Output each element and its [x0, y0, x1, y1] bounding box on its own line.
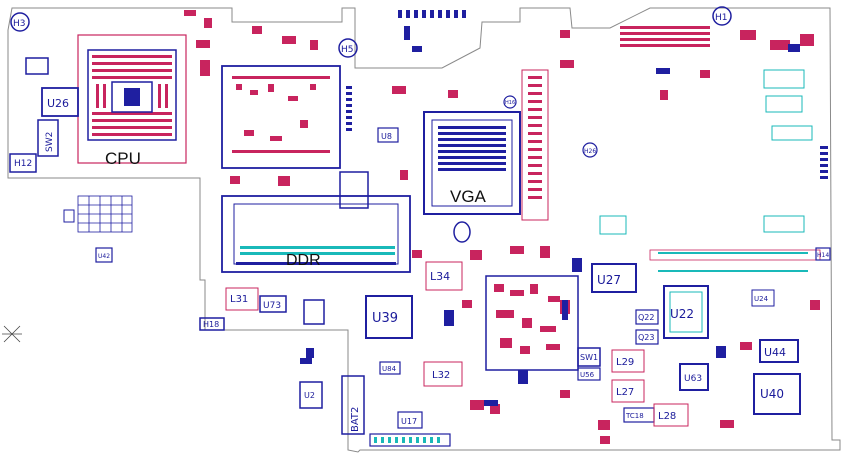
u26-chip	[41, 87, 79, 117]
u84-label: U84	[382, 365, 397, 373]
ddr-slot	[221, 195, 411, 273]
u39-label: U39	[372, 311, 398, 326]
u42-label: U42	[98, 253, 110, 260]
u73-chip	[259, 295, 287, 313]
u44-chip	[759, 339, 799, 363]
mounting-hole-h16: H16	[503, 95, 517, 109]
u40-chip	[753, 373, 801, 415]
u2-chip	[299, 381, 323, 409]
u22-label: U22	[670, 307, 694, 321]
svg-text:H1: H1	[715, 13, 728, 23]
chipset-northbridge	[221, 65, 341, 169]
u24-chip	[751, 289, 775, 307]
svg-text:H26: H26	[584, 148, 596, 155]
u2-label: U2	[304, 391, 315, 400]
q22-label: Q22	[638, 313, 654, 322]
mounting-hole-h26: H26	[582, 142, 598, 158]
top-connector-pins	[398, 10, 466, 18]
u84-chip	[379, 361, 401, 375]
right-edge-connector	[820, 146, 828, 179]
svg-text:H14: H14	[817, 252, 829, 259]
sw1-switch	[577, 347, 601, 367]
mounting-hole-h3: H3	[10, 12, 30, 32]
l29-label: L29	[616, 357, 634, 368]
top-right-pad-array	[620, 26, 814, 50]
sw2-switch	[37, 119, 59, 157]
u39-chip	[365, 295, 413, 339]
q23-transistor	[635, 329, 659, 345]
right-connector-rail	[649, 249, 821, 272]
l32-inductor	[423, 361, 463, 387]
mounting-hole-h1: H1	[712, 6, 732, 26]
u56-label: U56	[580, 371, 595, 379]
connector-strip	[346, 86, 352, 131]
u63-chip	[679, 363, 709, 391]
x1-crystal	[339, 171, 369, 209]
sw2-label: SW2	[45, 132, 55, 152]
l27-inductor	[611, 379, 645, 403]
l34-inductor	[425, 261, 463, 291]
ddr-label: DDR	[286, 252, 321, 269]
l32-label: L32	[432, 370, 450, 381]
q23-label: Q23	[638, 333, 654, 342]
h12-label: H12	[14, 159, 32, 169]
u27-label: U27	[597, 273, 621, 287]
bat2-label: BAT2	[350, 407, 361, 432]
board-connector-vertical	[521, 69, 549, 221]
small-chip-center	[303, 299, 325, 325]
u26-label: U26	[47, 97, 69, 110]
svg-text:H16: H16	[505, 100, 515, 106]
h18-label: H18	[203, 320, 219, 329]
left-small-chip	[25, 57, 49, 75]
u22-chip	[663, 285, 709, 339]
cpu-socket	[77, 34, 187, 164]
l28-label: L28	[658, 411, 676, 422]
l28-inductor	[653, 403, 689, 427]
bat2-battery	[341, 375, 365, 435]
svg-text:H3: H3	[13, 19, 26, 29]
cpu-label: CPU	[105, 149, 141, 168]
teal-hole	[453, 221, 471, 243]
l31-label: L31	[230, 294, 248, 305]
q22-transistor	[635, 309, 659, 325]
scattered-blue-parts	[300, 26, 800, 406]
u44-label: U44	[764, 346, 786, 359]
tc18-label: TC18	[625, 412, 644, 420]
svg-text:H5: H5	[341, 45, 354, 55]
u17-chip	[397, 411, 423, 429]
vga-label: VGA	[450, 187, 487, 206]
l31-inductor	[225, 287, 259, 311]
sw1-label: SW1	[580, 353, 598, 362]
board-outline	[7, 7, 841, 453]
scattered-pads	[184, 10, 820, 444]
u42-chip	[95, 247, 113, 263]
l34-label: L34	[430, 270, 450, 283]
teal-component-outlines	[599, 69, 813, 235]
mounting-hole-h5: H5	[338, 38, 358, 58]
resistor-grid	[77, 195, 133, 233]
u17-label: U17	[401, 417, 417, 426]
crosshair-mark	[2, 325, 22, 343]
southbridge-region	[485, 275, 579, 371]
u56-chip	[577, 367, 601, 381]
u24-label: U24	[754, 295, 769, 303]
u63-label: U63	[684, 374, 702, 384]
bottom-connector	[369, 433, 451, 447]
vga-chip	[423, 111, 521, 215]
l29-inductor	[611, 349, 645, 373]
u8-label: U8	[381, 132, 392, 141]
h18-hole	[199, 317, 225, 331]
l27-label: L27	[616, 387, 634, 398]
x1-small	[63, 209, 75, 223]
u8-chip	[377, 127, 399, 143]
u40-label: U40	[760, 387, 784, 401]
u73-label: U73	[263, 301, 281, 311]
h12-hole	[9, 153, 37, 173]
hole-h14: H14	[815, 247, 831, 261]
u27-chip	[591, 263, 637, 293]
